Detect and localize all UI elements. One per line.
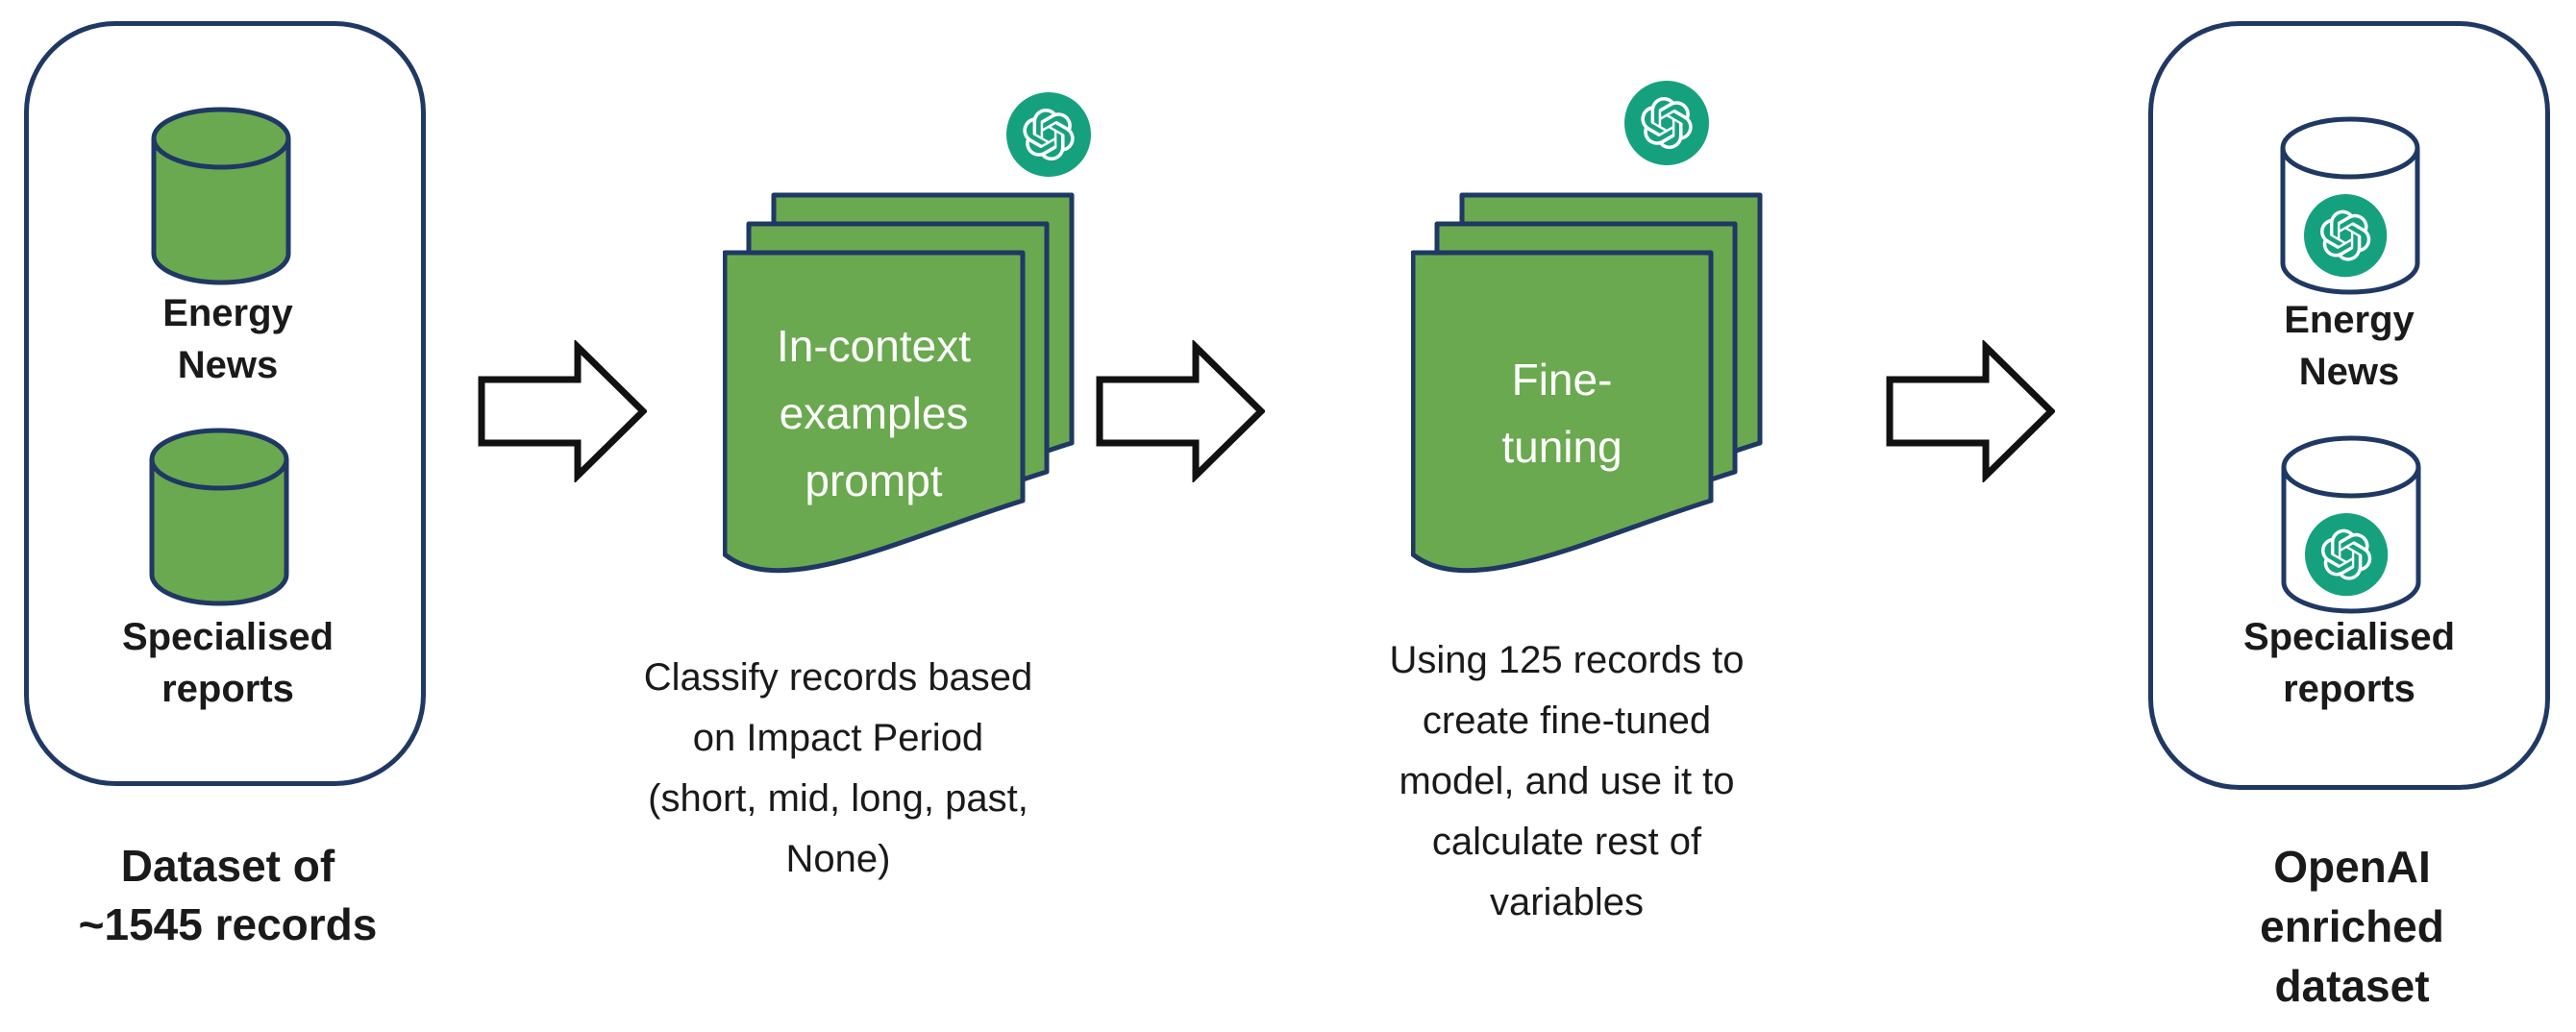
doc-stack-label: Fine- tuning (1501, 354, 1622, 472)
database-label: Energy News (162, 292, 293, 386)
openai-logo-icon (1006, 92, 1091, 177)
openai-logo-icon (1624, 81, 1709, 165)
database-cylinder-icon (149, 104, 293, 288)
database-cylinder-openai-icon (2278, 113, 2422, 298)
panel-caption: Dataset of ~1545 records (78, 841, 378, 949)
database-label: Energy News (2284, 299, 2415, 393)
flow-arrow-icon (478, 340, 647, 482)
flow-arrow-icon (1886, 340, 2055, 482)
panel-caption: OpenAI enriched dataset (2260, 842, 2444, 1011)
doc-stack-label: In-context examples prompt (777, 320, 971, 505)
flow-arrow-icon (1096, 340, 1265, 482)
database-label: Specialised reports (121, 616, 334, 710)
stage-caption: Using 125 records to create fine-tuned m… (1389, 639, 1745, 923)
database-cylinder-icon (147, 425, 291, 609)
stage-caption: Classify records based on Impact Period … (643, 656, 1033, 880)
database-label: Specialised reports (2242, 616, 2456, 710)
database-cylinder-openai-icon (2279, 432, 2423, 617)
